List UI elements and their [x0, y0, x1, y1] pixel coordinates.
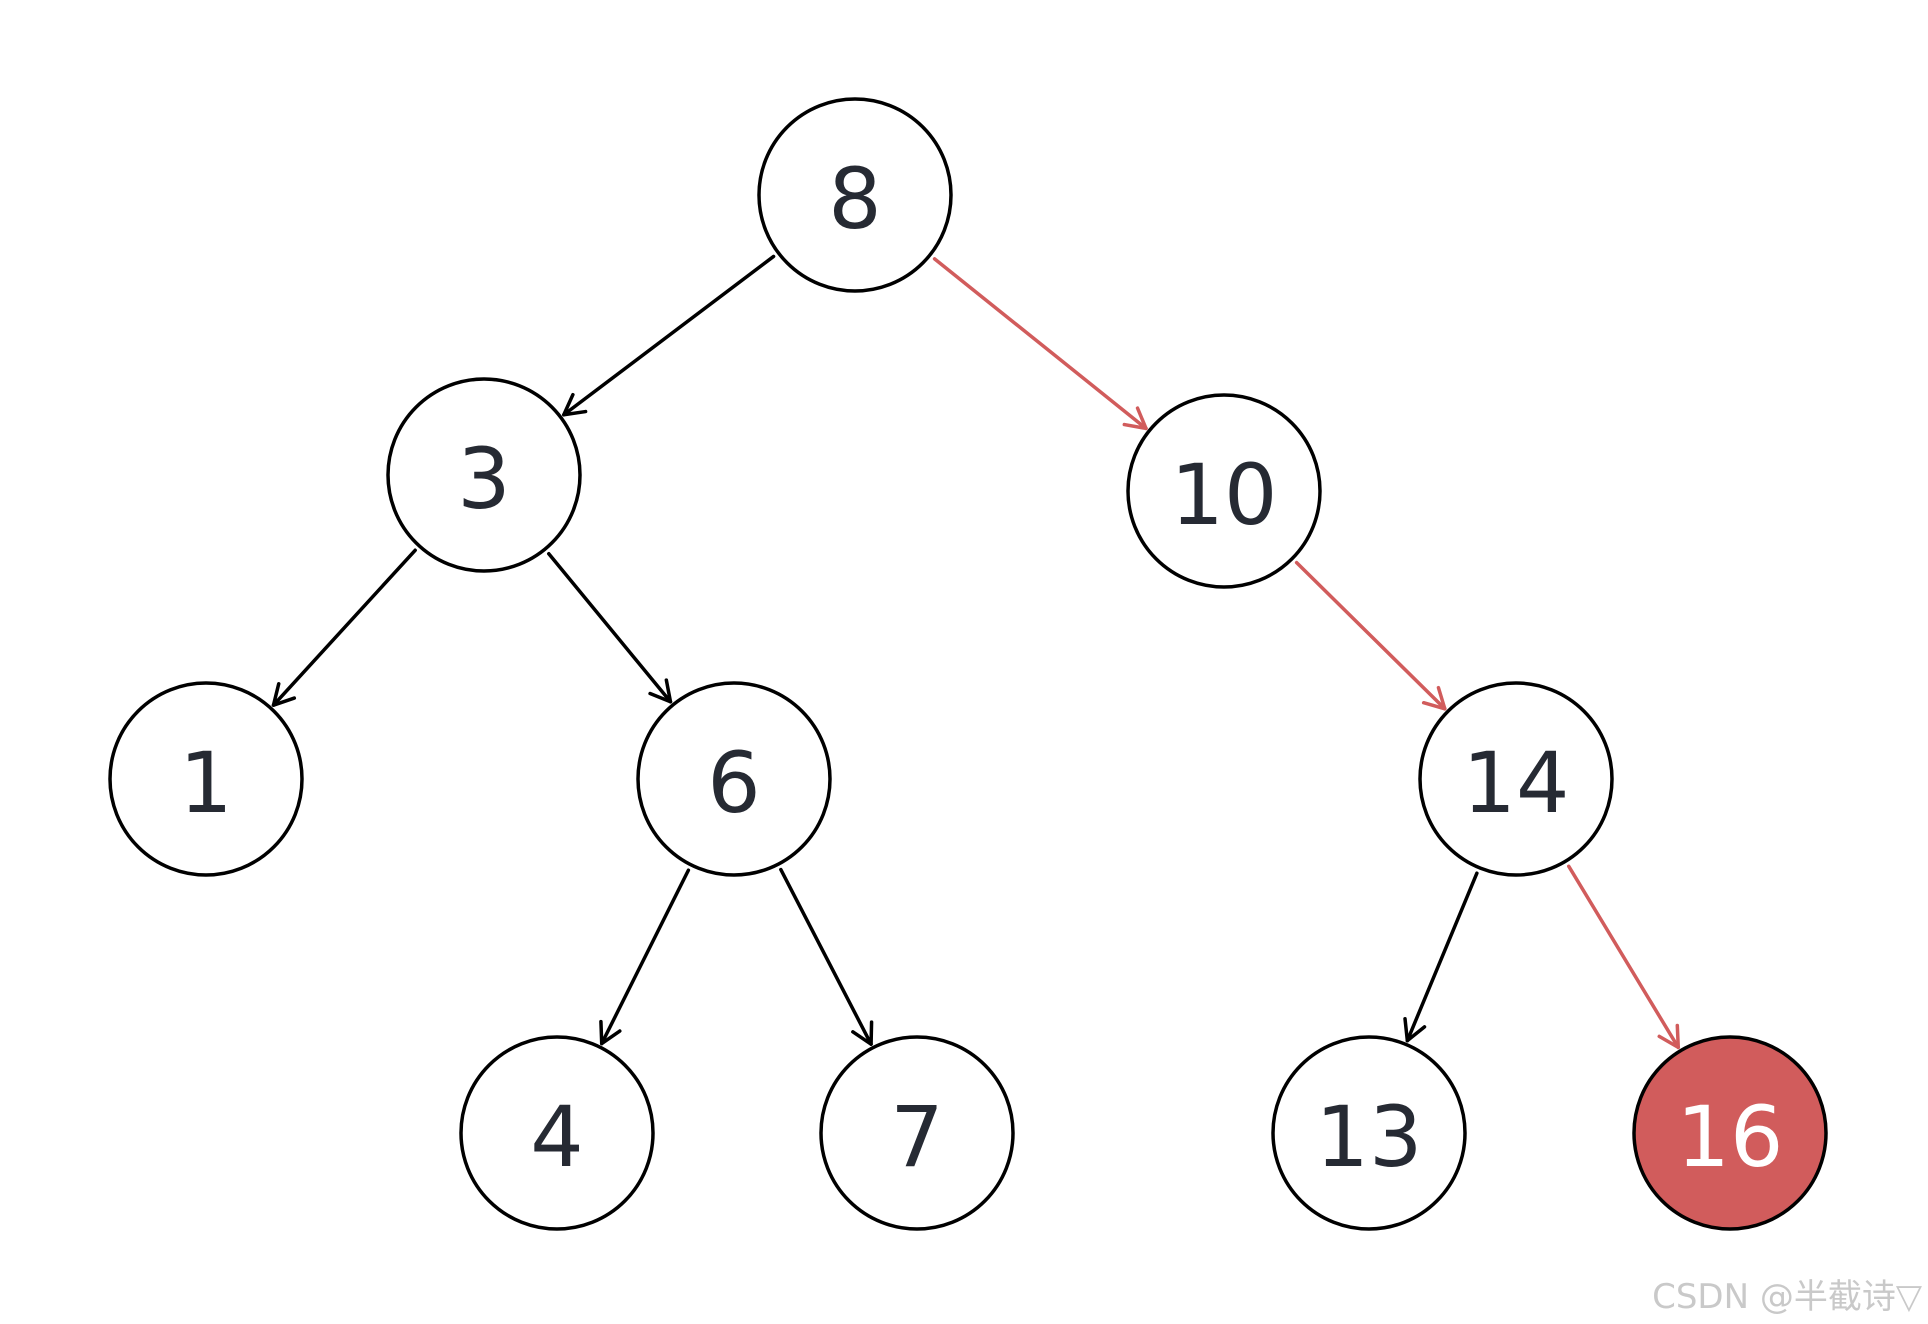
tree-node-8: 8 — [757, 97, 953, 293]
node-label: 4 — [530, 1088, 583, 1186]
arrowhead-icon — [1403, 1017, 1427, 1043]
edge-6-to-7 — [779, 867, 874, 1046]
arrowhead-icon — [851, 1020, 874, 1046]
watermark: CSDN @半截诗▽ — [1652, 1277, 1922, 1317]
tree-node-3: 3 — [386, 377, 582, 573]
node-label: 3 — [457, 430, 510, 528]
arrowhead-icon — [1421, 685, 1447, 711]
tree-node-7: 7 — [819, 1035, 1015, 1231]
edge-10-to-14 — [1294, 560, 1447, 711]
arrowhead-icon — [562, 392, 588, 417]
arrowhead-icon — [1657, 1023, 1681, 1050]
edge-8-to-10 — [932, 257, 1148, 431]
node-circle — [1271, 1035, 1467, 1231]
node-label: 8 — [828, 150, 881, 248]
node-label: 1 — [179, 734, 232, 832]
edge-3-to-1 — [271, 548, 417, 707]
node-circle — [757, 97, 953, 293]
tree-node-13: 13 — [1271, 1035, 1467, 1231]
tree-node-1: 1 — [108, 681, 304, 877]
tree-node-14: 14 — [1418, 681, 1614, 877]
edge-8-to-3 — [562, 254, 776, 417]
edges-layer — [271, 254, 1681, 1050]
node-circle — [459, 1035, 655, 1231]
node-circle — [386, 377, 582, 573]
tree-node-10: 10 — [1126, 393, 1322, 589]
node-circle — [108, 681, 304, 877]
node-label: 10 — [1171, 446, 1278, 544]
arrowhead-icon — [648, 678, 673, 704]
node-circle — [636, 681, 832, 877]
node-circle — [1632, 1035, 1828, 1231]
tree-node-6: 6 — [636, 681, 832, 877]
node-label: 6 — [707, 734, 760, 832]
node-label: 7 — [890, 1088, 943, 1186]
edge-14-to-16 — [1567, 864, 1681, 1050]
arrowhead-icon — [1122, 406, 1148, 431]
tree-node-4: 4 — [459, 1035, 655, 1231]
node-circle — [1126, 393, 1322, 589]
node-label: 14 — [1463, 734, 1570, 832]
edge-3-to-6 — [547, 552, 673, 704]
node-label: 13 — [1316, 1088, 1423, 1186]
node-label: 16 — [1677, 1088, 1784, 1186]
arrowhead-icon — [271, 682, 297, 707]
edge-14-to-13 — [1403, 871, 1479, 1043]
edge-6-to-4 — [599, 868, 691, 1046]
node-circle — [819, 1035, 1015, 1231]
tree-node-16: 16 — [1632, 1035, 1828, 1231]
node-circle — [1418, 681, 1614, 877]
arrowhead-icon — [599, 1019, 622, 1046]
